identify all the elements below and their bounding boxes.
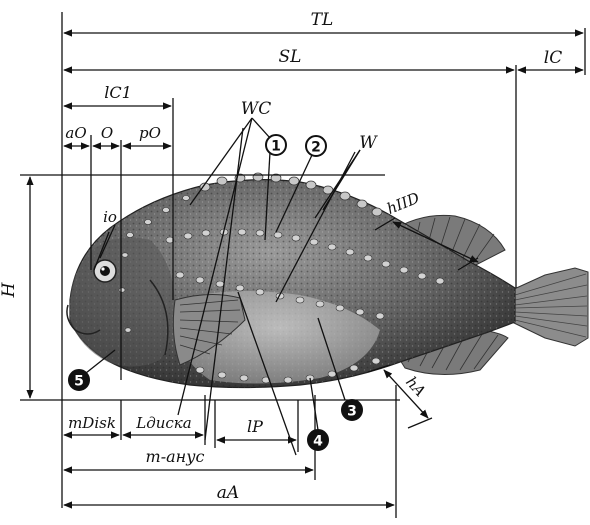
marker-2: 2 <box>306 136 326 156</box>
label-ha: hA <box>402 373 429 400</box>
label-o: O <box>101 124 113 142</box>
label-ldiska: Lдиска <box>135 414 191 432</box>
marker-5: 5 <box>69 370 89 390</box>
label-aa: aA <box>217 483 239 503</box>
label-lc1: lC1 <box>104 83 132 102</box>
label-wc: WC <box>241 99 271 119</box>
label-lp: lP <box>247 417 263 436</box>
label-sl: SL <box>279 47 302 67</box>
label-tl: TL <box>311 10 334 30</box>
svg-text:1: 1 <box>271 139 281 155</box>
svg-text:4: 4 <box>313 434 323 450</box>
label-io: io <box>103 208 117 226</box>
svg-text:2: 2 <box>311 140 321 156</box>
label-m-anus: m-анус <box>146 447 205 466</box>
label-h: H <box>0 281 19 298</box>
marker-1: 1 <box>266 135 286 155</box>
label-mdisk: mDisk <box>68 414 116 432</box>
eye-pupil <box>100 266 110 276</box>
marker-4: 4 <box>308 430 328 450</box>
label-w: W <box>359 133 378 153</box>
marker-3: 3 <box>342 400 362 420</box>
svg-text:3: 3 <box>347 404 357 420</box>
label-hiid: hIID <box>384 189 422 218</box>
label-po: pO <box>139 124 161 142</box>
label-lc: lC <box>544 48 562 68</box>
svg-text:5: 5 <box>74 374 84 390</box>
label-ao: aO <box>65 124 86 142</box>
